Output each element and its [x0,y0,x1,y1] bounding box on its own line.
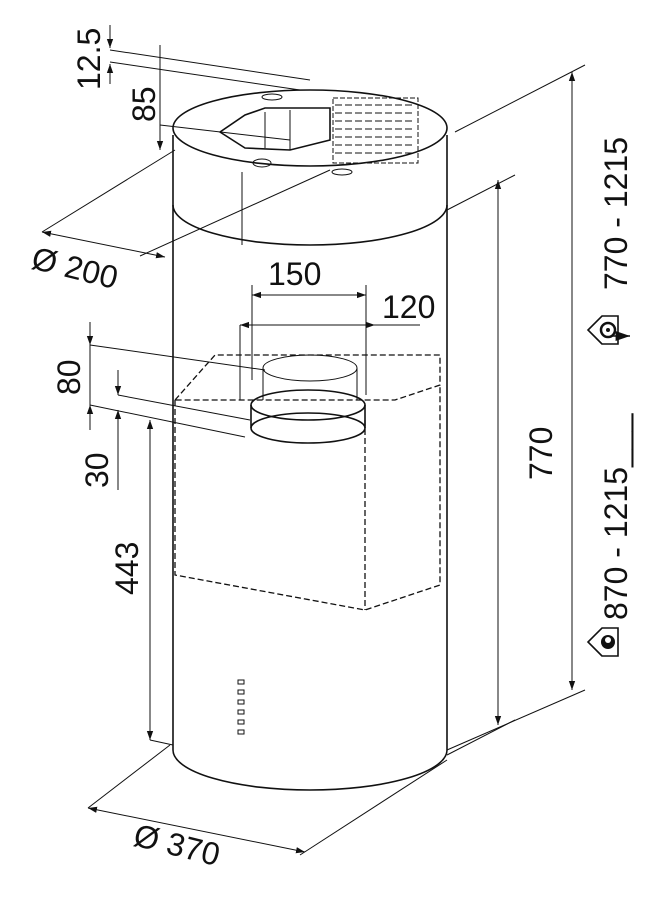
dim-duct-diameter: Ø 200 [28,240,121,296]
dim-outlet-height: 80 [51,359,87,395]
recirculation-house-icon [586,627,619,657]
dim-body-height: 770 [523,427,559,480]
motor-box [174,354,441,611]
dim-hood-diameter: Ø 370 [130,817,223,873]
dim-range-extraction: 770 - 1215 [598,137,634,290]
dim-collar-height: 85 [126,86,162,122]
dim-outlet-offset: 30 [79,452,115,488]
extraction-house-icon [586,315,630,345]
top-plate-details [218,93,419,176]
dim-top-offset: 12.5 [71,28,107,90]
control-buttons [237,679,245,735]
dim-outlet-diameter: 120 [382,289,435,325]
dim-range-recirculation: 870 - 1215___ [598,412,634,620]
hood-cylinder [172,89,448,791]
grille-icon [332,97,419,164]
dim-motor-height: 443 [109,542,145,595]
dimension-lines [41,25,586,856]
dim-outlet-width: 150 [268,256,321,292]
